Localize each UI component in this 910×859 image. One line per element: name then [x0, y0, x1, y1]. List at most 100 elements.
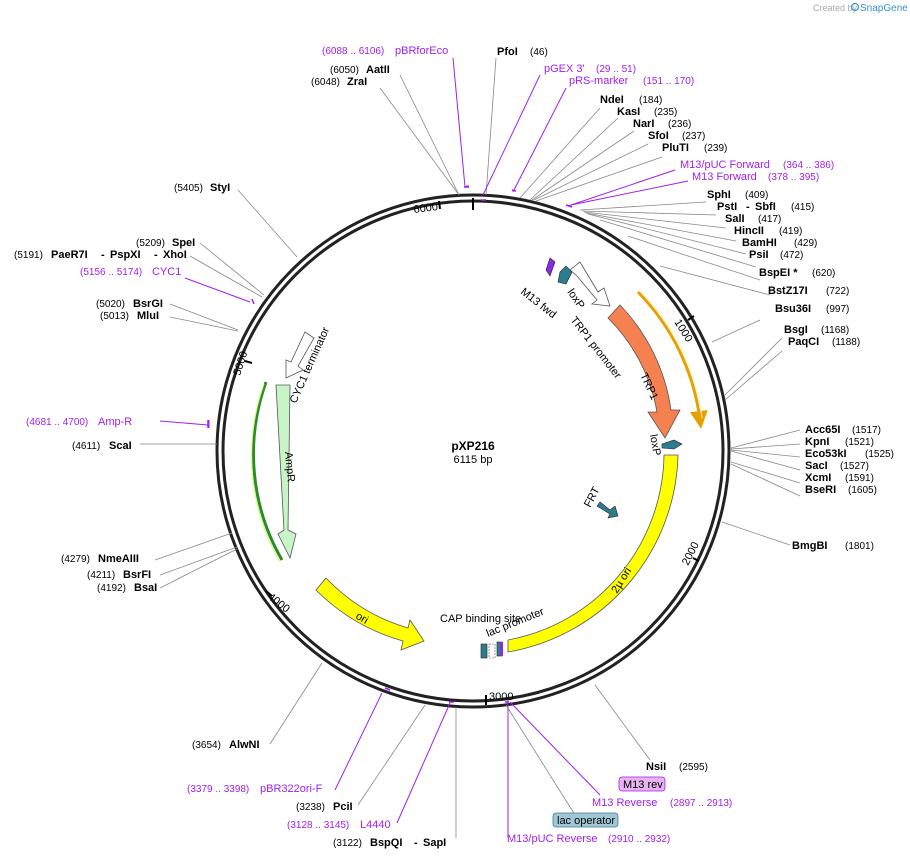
- enzyme-sfoi[interactable]: SfoI: [648, 130, 669, 142]
- primer-leader-lines: [159, 57, 689, 838]
- enzyme-bspei[interactable]: BspEI *: [759, 267, 798, 279]
- enzyme-kasi[interactable]: KasI: [617, 106, 640, 118]
- primer-m13-puc-reverse[interactable]: M13/pUC Reverse: [507, 833, 597, 845]
- primer-pbr322ori-f-range: (3379 .. 3398): [187, 784, 249, 795]
- primer-m13-puc-forward[interactable]: M13/pUC Forward: [680, 159, 770, 171]
- m13-fwd-feature[interactable]: [545, 257, 556, 277]
- enzyme-nari-pos: (236): [668, 119, 691, 130]
- enzyme-bsgi[interactable]: BsgI: [784, 324, 808, 336]
- enzyme-nsii[interactable]: NsiI: [646, 761, 666, 773]
- enzyme-pluti-pos: (239): [704, 143, 727, 154]
- enzyme-bsai[interactable]: BsaI: [134, 582, 157, 594]
- ampr-feature[interactable]: [275, 384, 297, 560]
- enzyme-ndei[interactable]: NdeI: [600, 94, 624, 106]
- enzyme-bseri-pos: (1605): [848, 485, 877, 496]
- enzyme-ndei-pos: (184): [639, 95, 662, 106]
- ori-feature[interactable]: [315, 577, 425, 651]
- primer-pbrforeco[interactable]: pBRforEco: [395, 45, 448, 57]
- primer-m13-reverse[interactable]: M13 Reverse: [592, 797, 657, 809]
- primer-pgex3[interactable]: pGEX 3': [544, 63, 585, 75]
- tick-5000: 5000: [231, 350, 250, 377]
- primer-m13-forward-range: (378 .. 395): [768, 172, 819, 183]
- primer-cyc1[interactable]: CYC1: [152, 266, 181, 278]
- enzyme-bsrfi[interactable]: BsrFI: [123, 569, 151, 581]
- enzyme-kpni-pos: (1521): [845, 437, 874, 448]
- primer-m13-puc-forward-range: (364 .. 386): [783, 160, 834, 171]
- enzyme-styi[interactable]: StyI: [210, 182, 230, 194]
- enzyme-bamhi[interactable]: BamHI: [742, 237, 777, 249]
- enzyme-nari[interactable]: NarI: [633, 118, 654, 130]
- m13-rev-box[interactable]: [618, 776, 666, 792]
- enzyme-scai[interactable]: ScaI: [109, 440, 132, 452]
- enzyme-saci[interactable]: SacI: [805, 460, 828, 472]
- trp1-feature[interactable]: [607, 304, 681, 439]
- frt-feature[interactable]: [596, 501, 619, 519]
- enzyme-paqci[interactable]: PaqCI: [788, 336, 819, 348]
- enzyme-paer7i[interactable]: PaeR7I: [51, 249, 88, 261]
- primer-m13-reverse-range: (2897 .. 2913): [670, 798, 732, 809]
- primer-pbr322ori-f[interactable]: pBR322ori-F: [260, 783, 323, 795]
- primer-l4440-range: (3128 .. 3145): [287, 820, 349, 831]
- primer-pbrforeco-range: (6088 .. 6106): [322, 46, 384, 57]
- primer-prs-marker[interactable]: pRS-marker: [569, 75, 629, 87]
- lac-promoter-feature[interactable]: [488, 643, 496, 659]
- snapgene-logo: SnapGene: [860, 3, 908, 14]
- enzyme-pcii[interactable]: PciI: [333, 801, 353, 813]
- cyc1-terminator-feature[interactable]: [285, 331, 315, 379]
- credit-text: Created by: [813, 3, 858, 13]
- enzyme-mlui[interactable]: MluI: [137, 310, 159, 322]
- enzyme-bspqi[interactable]: BspQI: [370, 837, 402, 849]
- loxp-right-feature[interactable]: [661, 439, 683, 450]
- enzyme-xhoi[interactable]: XhoI: [163, 249, 187, 261]
- enzyme-bseri[interactable]: BseRI: [805, 484, 836, 496]
- enzyme-sfoi-pos: (237): [682, 131, 705, 142]
- enzyme-aatii-pos: (6050): [330, 65, 359, 76]
- enzyme-leader-lines: [140, 57, 801, 838]
- enzyme-kpni[interactable]: KpnI: [805, 436, 829, 448]
- enzyme-pfoi[interactable]: PfoI: [497, 46, 518, 58]
- enzyme-zrai[interactable]: ZraI: [347, 76, 367, 88]
- enzyme-eco53ki[interactable]: Eco53kI: [805, 448, 847, 460]
- lac-operator-box[interactable]: [552, 812, 619, 828]
- enzyme-xcmi[interactable]: XcmI: [805, 472, 831, 484]
- snapgene-icon: [850, 2, 860, 12]
- primer-amp-r[interactable]: Amp-R: [98, 416, 132, 428]
- enzyme-sali[interactable]: SalI: [725, 213, 745, 225]
- cap-binding-site-feature[interactable]: [480, 643, 488, 659]
- enzyme-acc65i-pos: (1517): [852, 425, 881, 436]
- primer-l4440[interactable]: L4440: [360, 819, 391, 831]
- enzyme-bspqi-pos: (3122): [333, 838, 362, 849]
- primer-cyc1-range: (5156 .. 5174): [80, 267, 142, 278]
- enzyme-psii[interactable]: PsiI: [749, 249, 769, 261]
- backbone-outer: [215, 193, 731, 709]
- enzyme-acc65i[interactable]: Acc65I: [805, 424, 840, 436]
- enzyme-bsgi-pos: (1168): [821, 325, 849, 336]
- enzyme-psti[interactable]: PstI: [717, 201, 737, 213]
- enzyme-pluti[interactable]: PluTI: [662, 142, 689, 154]
- enzyme-sphi[interactable]: SphI: [707, 189, 731, 201]
- enzyme-alwni[interactable]: AlwNI: [229, 739, 260, 751]
- enzyme-bstz17i-pos: (722): [826, 286, 849, 297]
- enzyme-bsu36i-pos: (997): [826, 304, 849, 315]
- enzyme-pspxi[interactable]: PspXI: [110, 249, 141, 261]
- enzyme-bsrgi[interactable]: BsrGI: [133, 298, 163, 310]
- trp1-promoter-feature[interactable]: [569, 261, 611, 307]
- enzyme-hincii[interactable]: HincII: [734, 225, 764, 237]
- enzyme-nmeaiii[interactable]: NmeAIII: [98, 553, 139, 565]
- primer-m13-puc-reverse-range: (2910 .. 2932): [608, 834, 670, 845]
- primer-m13-forward[interactable]: M13 Forward: [692, 171, 757, 183]
- enzyme-sapi[interactable]: SapI: [423, 837, 446, 849]
- enzyme-aatii[interactable]: AatII: [366, 64, 390, 76]
- loxp-top-feature[interactable]: [557, 265, 573, 285]
- 2u-ori-feature[interactable]: [507, 454, 679, 653]
- enzyme-psii-pos: (472): [780, 250, 803, 261]
- enzyme-xcmi-pos: (1591): [845, 473, 874, 484]
- enzyme-bstz17i[interactable]: BstZ17I: [768, 285, 808, 297]
- svg-text:-: -: [414, 837, 418, 849]
- enzyme-bmgbi[interactable]: BmgBI: [792, 540, 827, 552]
- enzyme-bsu36i[interactable]: Bsu36I: [775, 303, 811, 315]
- enzyme-spei[interactable]: SpeI: [172, 237, 195, 249]
- ampr-label: AmpR: [282, 451, 297, 483]
- enzyme-sbfi[interactable]: SbfI: [755, 201, 776, 213]
